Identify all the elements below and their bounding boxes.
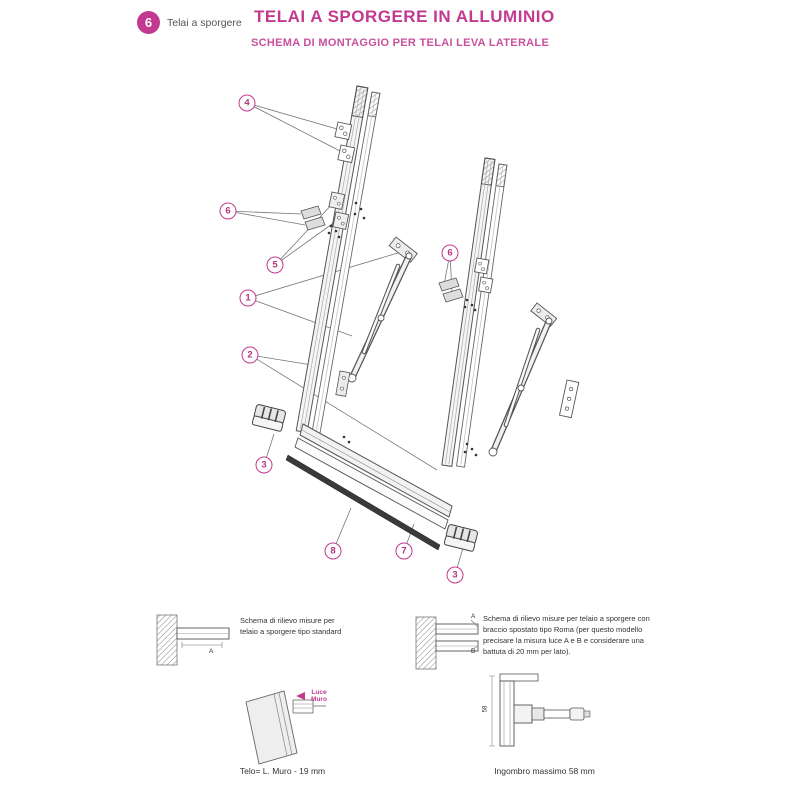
wedge-shims-right [438,257,494,312]
diagram-ingombro [489,673,591,747]
diagram-telo [245,690,326,765]
diagram-roma [415,616,479,670]
hinge-plates [328,191,366,230]
dim-label-58: 58 [482,705,489,713]
section-label: Telai a sporgere [167,17,242,29]
callout-6-right: 6 [441,244,459,262]
fixing-plates [334,121,356,164]
roma-caption: Schema di rilievo misure per telaio a sp… [483,614,650,656]
corner-cap-right [443,524,478,552]
brush-strip [285,454,441,551]
wedge-shims-left [300,205,341,239]
callout-6-left: 6 [219,202,237,220]
screw-dots [342,435,478,457]
callout-3-right: 3 [446,566,464,584]
dim-label-a-roma: A [471,613,476,620]
diagram-standard [156,614,230,666]
dim-label-b-roma: B [471,648,476,655]
page-title: TELAI A SPORGERE IN ALLUMINIO [254,7,555,26]
telo-caption: Telo= L. Muro - 19 mm [239,766,326,776]
lever-arm-right [488,302,580,457]
callout-5: 5 [266,256,284,274]
callout-2: 2 [241,346,259,364]
page-subtitle: SCHEMA DI MONTAGGIO PER TELAI LEVA LATER… [251,37,550,49]
luce-muro-arrow [296,692,305,700]
section-number-badge: 6 [137,11,160,34]
callout-3-left: 3 [255,456,273,474]
standard-caption: Schema di rilievo misure per telaio a sp… [240,616,342,636]
ingombro-caption: Ingombro massimo 58 mm [494,766,595,776]
luce-muro-label: Luce Muro [311,689,327,704]
bottom-bar [294,423,453,530]
callout-1: 1 [239,289,257,307]
callout-7: 7 [395,542,413,560]
dim-label-a-standard: A [209,648,214,655]
callout-4: 4 [238,94,256,112]
callout-8: 8 [324,542,342,560]
lever-arm-center [335,236,418,397]
left-rail [295,85,381,437]
corner-cap-left [251,404,286,432]
right-rail [441,157,508,468]
